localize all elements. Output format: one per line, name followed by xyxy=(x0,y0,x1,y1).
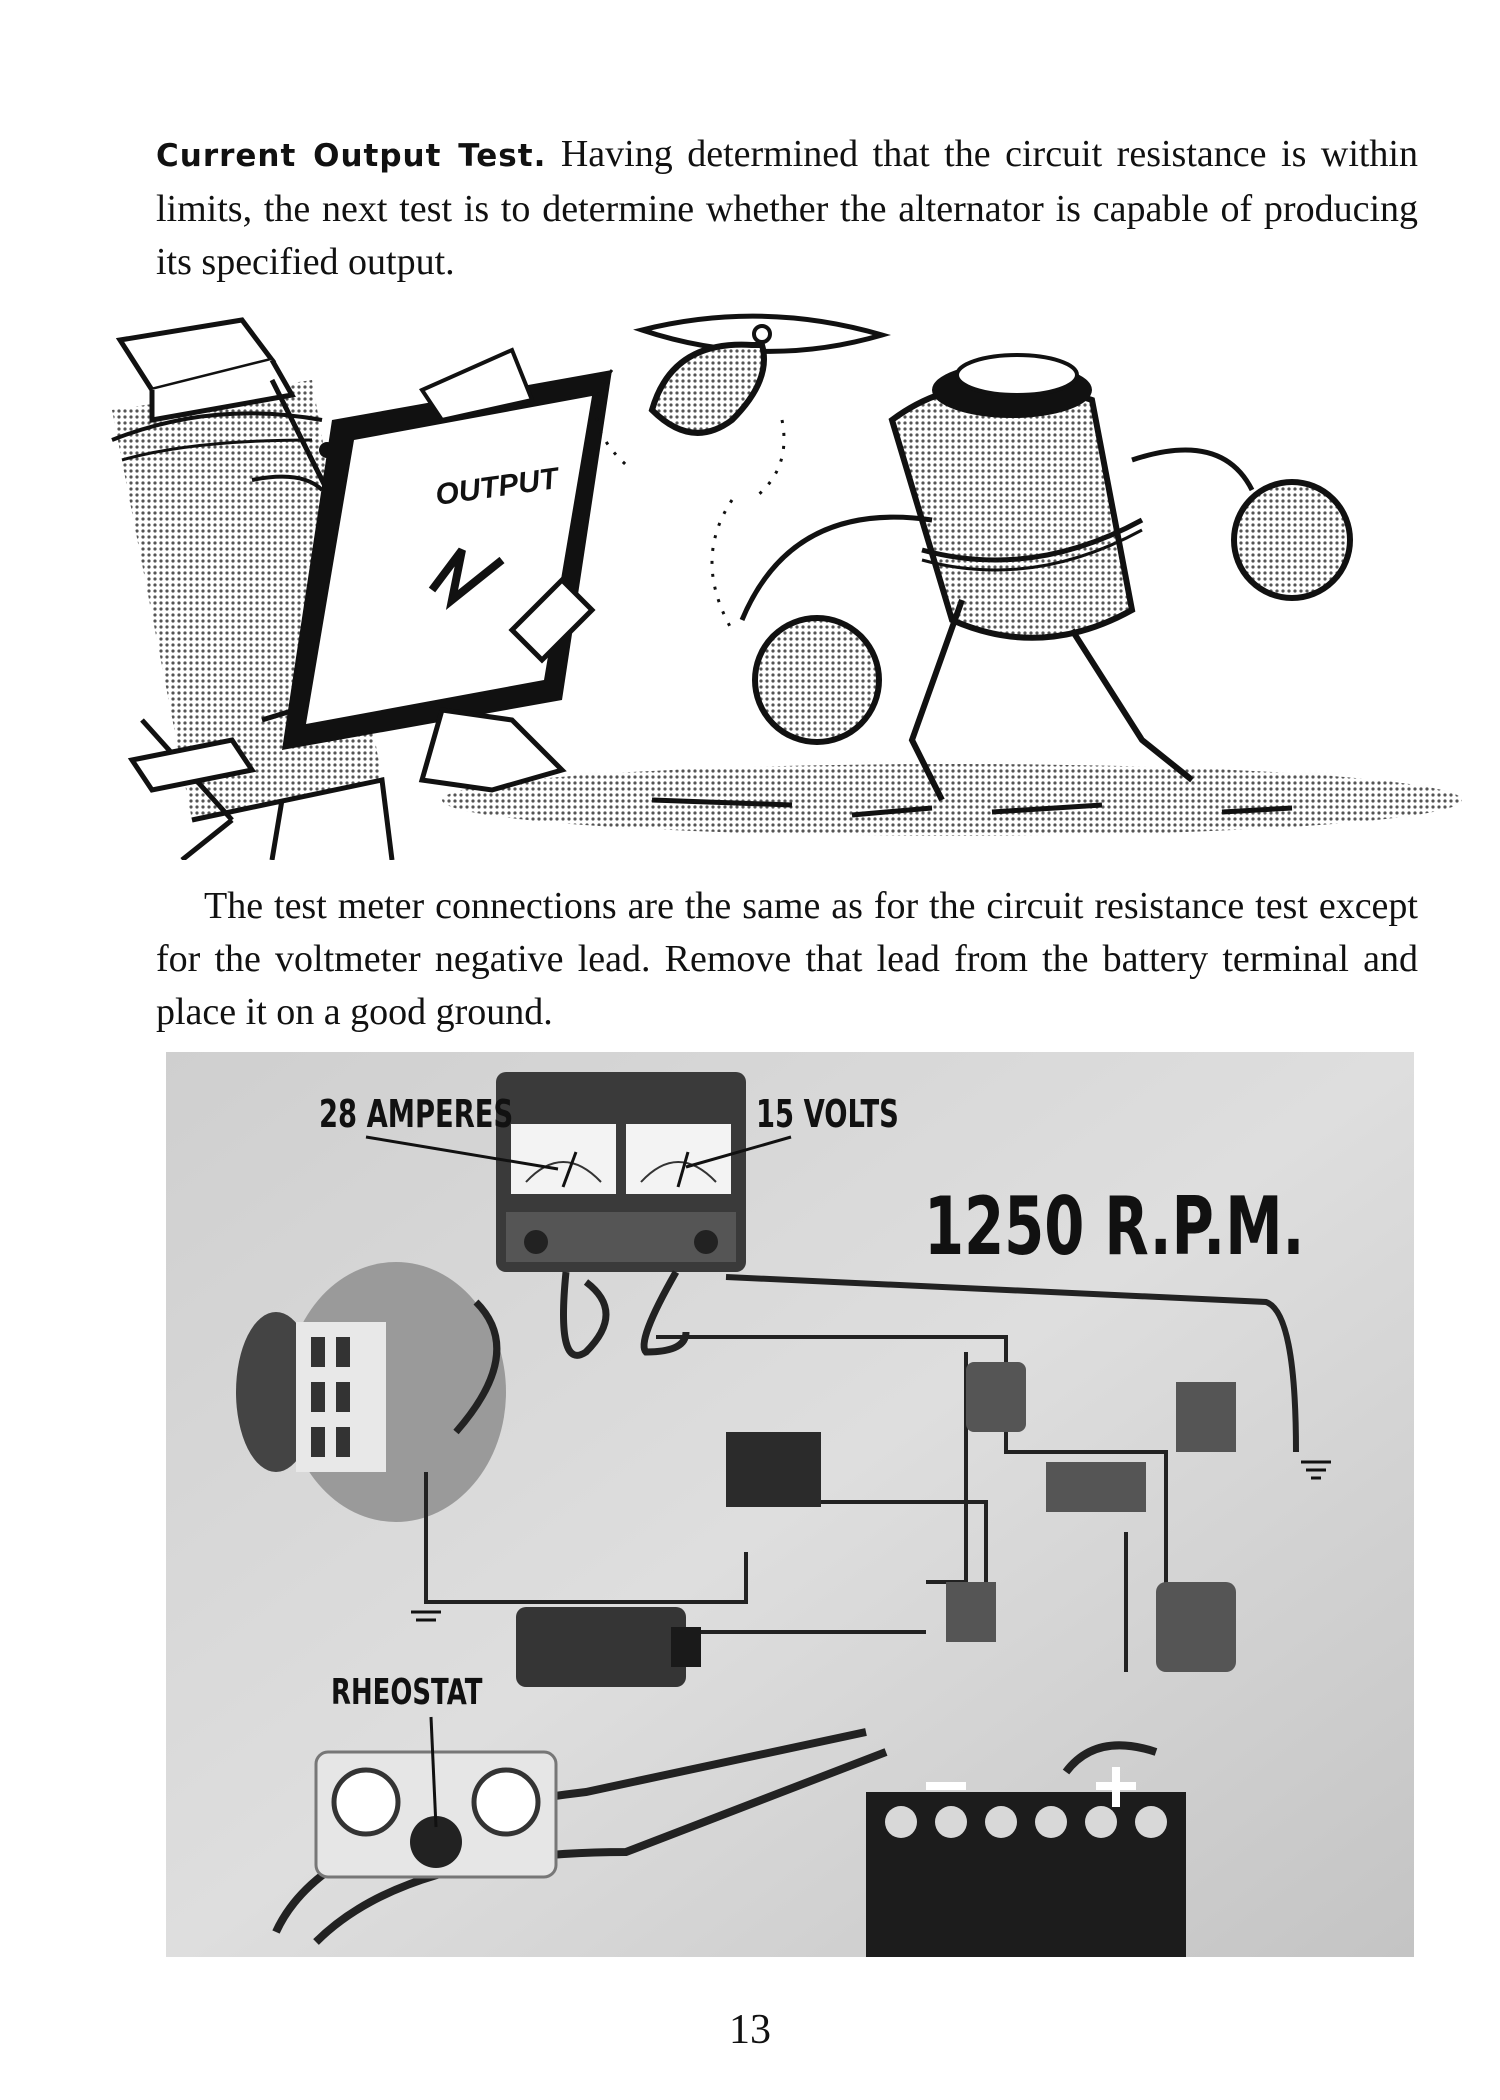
ground-shadow xyxy=(442,764,1462,836)
engineer-figure xyxy=(111,317,395,860)
section-heading: Current Output Test. xyxy=(156,138,547,174)
intro-paragraph: Current Output Test. Having determined t… xyxy=(156,128,1418,289)
label-arrows xyxy=(365,1135,792,1171)
ground-symbol xyxy=(411,1460,1331,1622)
cartoon-illustration: OUTPUT xyxy=(111,313,1462,860)
volts-label: 15 VOLTS xyxy=(756,1092,899,1136)
battery xyxy=(866,1767,1186,1957)
switch-components xyxy=(946,1362,1236,1672)
alternator-character xyxy=(710,353,1353,802)
rpm-label: 1250 R.P.M. xyxy=(924,1180,1305,1273)
amperes-label: 28 AMPERES xyxy=(319,1092,514,1136)
body-text: The test meter connections are the same … xyxy=(156,885,1418,1033)
clipboard: OUTPUT xyxy=(282,347,612,793)
ampere-volt-meter xyxy=(496,1072,746,1272)
page-number: 13 xyxy=(729,2007,771,2053)
propeller-character xyxy=(594,313,891,502)
test-setup-photo: 28 AMPERES 15 VOLTS 1250 R.P.M. RHEOSTAT xyxy=(166,1052,1414,1957)
body-paragraph: The test meter connections are the same … xyxy=(156,880,1418,1039)
rheostat-unit xyxy=(314,1716,558,1879)
voltage-regulator xyxy=(726,1432,821,1507)
ignition-coil xyxy=(516,1607,701,1687)
intro-text: Having determined that the circuit resis… xyxy=(156,133,1418,283)
alternator-unit xyxy=(236,1262,506,1522)
rheostat-label: RHEOSTAT xyxy=(331,1672,483,1713)
